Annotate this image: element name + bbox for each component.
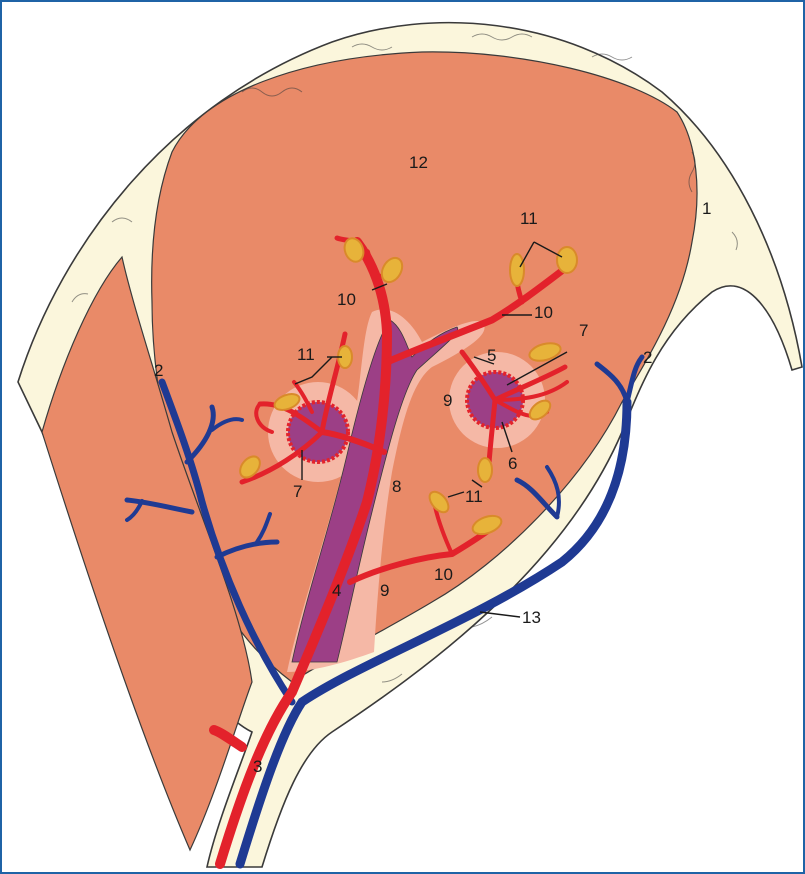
label-11-left: 11: [297, 345, 315, 364]
label-1: 1: [702, 199, 711, 218]
label-11-bottom: 11: [465, 487, 483, 506]
label-7-left: 7: [293, 482, 302, 501]
label-3: 3: [253, 757, 262, 776]
label-12: 12: [409, 153, 428, 172]
label-13: 13: [522, 608, 541, 627]
label-2-left: 2: [154, 361, 163, 380]
label-11-top: 11: [520, 209, 538, 228]
label-2-right: 2: [643, 348, 652, 367]
label-8: 8: [392, 477, 401, 496]
label-4: 4: [332, 581, 341, 600]
label-9-top: 9: [443, 391, 452, 410]
label-10-top: 10: [337, 290, 356, 309]
label-6: 6: [508, 454, 517, 473]
label-5: 5: [487, 346, 496, 365]
label-7-right: 7: [579, 321, 588, 340]
label-9-bottom: 9: [380, 581, 389, 600]
label-10-right: 10: [534, 303, 553, 322]
label-10-bottom: 10: [434, 565, 453, 584]
